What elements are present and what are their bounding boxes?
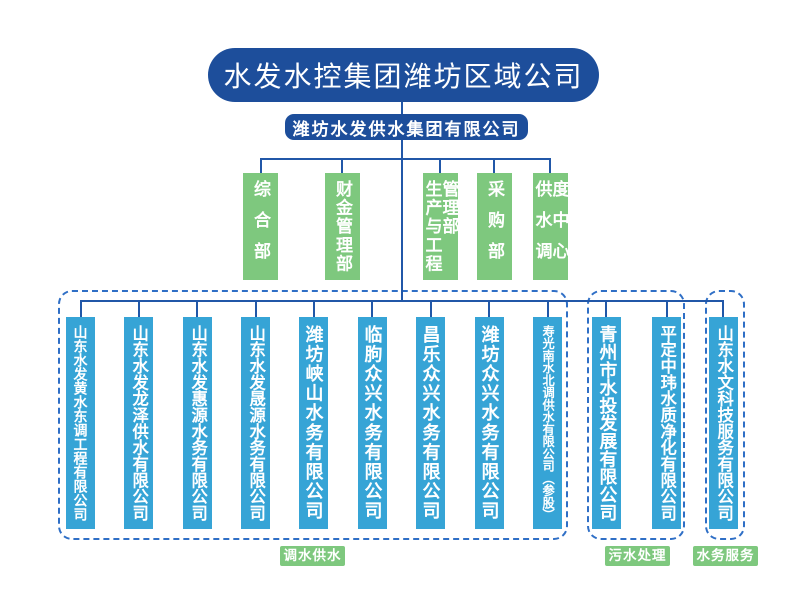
connector-company-5 bbox=[313, 302, 315, 317]
company-node: 潍坊众兴水务有限公司 bbox=[475, 317, 504, 529]
department-label: 供水调 度中心 bbox=[532, 180, 569, 273]
department-label: 综合部 bbox=[251, 180, 270, 273]
connector-trunk bbox=[401, 140, 403, 302]
connector-dept-4 bbox=[493, 160, 495, 173]
company-label: 临朐众兴水务有限公司 bbox=[362, 325, 383, 521]
company-node: 潍坊峡山水务有限公司 bbox=[299, 317, 328, 529]
company-node: 临朐众兴水务有限公司 bbox=[358, 317, 387, 529]
department-label: 生产与工程 管理部 bbox=[422, 180, 459, 273]
company-node: 山东水文科技服务有限公司 bbox=[709, 317, 738, 529]
company-node: 山东水发惠源水务有限公司 bbox=[183, 317, 212, 529]
company-label: 青州市水投发展有限公司 bbox=[597, 325, 618, 521]
department-node-general: 综合部 bbox=[243, 173, 278, 280]
department-label: 财金管理部 bbox=[333, 180, 352, 273]
company-node: 山东水发黄水东调工程有限公司 bbox=[66, 317, 95, 529]
company-label: 寿光南水北调供水有限公司（参股） bbox=[540, 325, 555, 521]
company-node: 山东水发龙泽供水有限公司 bbox=[124, 317, 153, 529]
company-label: 潍坊众兴水务有限公司 bbox=[479, 325, 500, 521]
connector-company-1 bbox=[80, 302, 82, 317]
company-label: 山东水文科技服务有限公司 bbox=[714, 325, 733, 521]
parent-node-label: 潍坊水发供水集团有限公司 bbox=[292, 119, 521, 139]
connector-company-8 bbox=[488, 302, 490, 317]
connector-root-parent bbox=[401, 102, 403, 114]
department-node-water-dispatch: 供水调 度中心 bbox=[532, 173, 569, 280]
group-label-water-supply: 调水供水 bbox=[280, 546, 345, 566]
group-box-sewage-treatment bbox=[587, 290, 685, 540]
connector-company-9 bbox=[547, 302, 549, 317]
connector-dept-3 bbox=[439, 160, 441, 173]
company-label: 平定中玮水质净化有限公司 bbox=[657, 325, 676, 521]
company-label: 山东水发龙泽供水有限公司 bbox=[129, 325, 148, 521]
company-label: 山东水发晟源水务有限公司 bbox=[246, 325, 265, 521]
department-label: 采购部 bbox=[485, 180, 504, 273]
group-label-sewage-treatment: 污水处理 bbox=[605, 546, 670, 566]
group-box-water-services bbox=[705, 290, 745, 540]
connector-company-7 bbox=[430, 302, 432, 317]
connector-departments-rail bbox=[260, 158, 551, 160]
company-label: 山东水发黄水东调工程有限公司 bbox=[72, 325, 89, 521]
connector-dept-1 bbox=[260, 160, 262, 173]
connector-company-3 bbox=[196, 302, 198, 317]
connector-dept-2 bbox=[341, 160, 343, 173]
company-node: 昌乐众兴水务有限公司 bbox=[416, 317, 445, 529]
connector-company-12 bbox=[722, 302, 724, 317]
department-node-production-engineering: 生产与工程 管理部 bbox=[422, 173, 459, 280]
root-node-label: 水发水控集团潍坊区域公司 bbox=[223, 62, 584, 93]
connector-company-10 bbox=[605, 302, 607, 317]
connector-company-11 bbox=[666, 302, 668, 317]
company-label: 昌乐众兴水务有限公司 bbox=[420, 325, 441, 521]
company-node: 平定中玮水质净化有限公司 bbox=[652, 317, 681, 529]
company-label: 山东水发惠源水务有限公司 bbox=[188, 325, 207, 521]
connector-company-4 bbox=[255, 302, 257, 317]
company-node: 山东水发晟源水务有限公司 bbox=[241, 317, 270, 529]
connector-company-2 bbox=[138, 302, 140, 317]
department-node-procurement: 采购部 bbox=[477, 173, 512, 280]
connector-company-6 bbox=[371, 302, 373, 317]
connector-dept-5 bbox=[549, 160, 551, 173]
company-label: 潍坊峡山水务有限公司 bbox=[303, 325, 324, 521]
company-node: 青州市水投发展有限公司 bbox=[592, 317, 621, 529]
department-node-finance: 财金管理部 bbox=[325, 173, 360, 280]
group-box-water-supply bbox=[58, 290, 568, 540]
root-node: 水发水控集团潍坊区域公司 bbox=[208, 48, 599, 102]
parent-node: 潍坊水发供水集团有限公司 bbox=[285, 114, 528, 140]
connector-companies-rail bbox=[80, 300, 724, 302]
group-label-water-services: 水务服务 bbox=[693, 546, 758, 566]
company-node: 寿光南水北调供水有限公司（参股） bbox=[533, 317, 562, 529]
